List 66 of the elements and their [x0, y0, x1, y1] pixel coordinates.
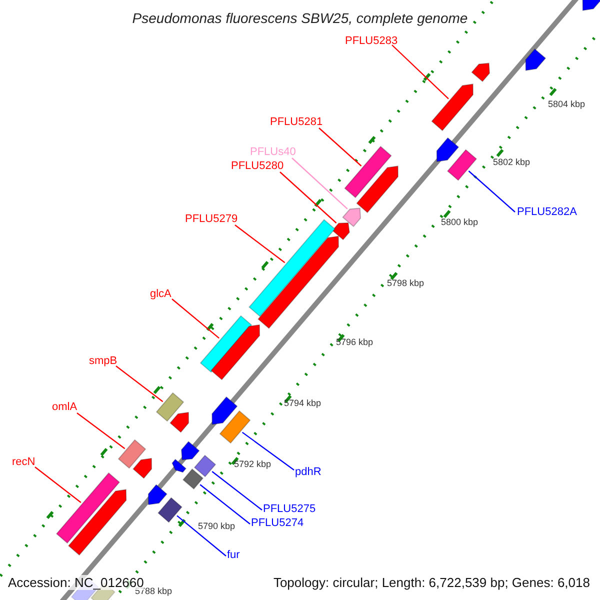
gene-feature [210, 324, 260, 380]
gene-feature [172, 458, 187, 473]
gene-feature [170, 412, 190, 433]
accession-note: Accession: NC_012660 [8, 575, 144, 590]
leader-line [200, 484, 250, 524]
gene-label: omlA [52, 402, 78, 413]
gene-label: PFLU5281 [270, 117, 323, 128]
scale-label: 5792 kbp [234, 459, 272, 469]
gene-feature [471, 62, 490, 82]
gene-feature [332, 222, 350, 240]
gene-label: PFLU5282A [517, 207, 577, 218]
gene-label: fur [227, 550, 240, 561]
leader-line [292, 158, 348, 210]
gene-feature [446, 149, 478, 181]
leader-line [468, 170, 516, 212]
gene-label: PFLUs40 [250, 147, 296, 158]
gene-label: PFLU5279 [185, 214, 238, 225]
scale-label: 5790 kbp [198, 521, 236, 531]
gene-feature [525, 48, 546, 71]
gene-feature [436, 137, 460, 162]
gene-label: PFLU5275 [263, 504, 316, 515]
gene-feature [68, 489, 127, 556]
scale-label: 5794 kbp [284, 398, 322, 408]
gene-label: glcA [150, 289, 172, 300]
gene-feature [182, 468, 204, 490]
gene-feature [118, 439, 146, 469]
leader-line [34, 466, 82, 503]
gene-label: PFLU5274 [251, 518, 304, 529]
scale-label: 5804 kbp [548, 99, 586, 109]
gene-feature [56, 472, 120, 544]
map-title: Pseudomonas fluorescens SBW25, complete genome [131, 10, 469, 26]
gene-label: smpB [89, 356, 118, 367]
leader-line [392, 44, 449, 100]
gene-label: PFLU5280 [231, 161, 284, 172]
gene-feature [180, 440, 200, 460]
scale-label: 5798 kbp [387, 278, 424, 288]
scale-label: 5796 kbp [336, 337, 374, 347]
leader-line [116, 366, 164, 402]
gene-feature [344, 146, 392, 198]
gene-feature [342, 208, 362, 228]
gene-label: pdhR [295, 467, 322, 478]
gene-label: PFLU5283 [345, 36, 398, 47]
gene-feature [431, 84, 474, 132]
gene-feature [132, 458, 152, 479]
gene-feature [148, 484, 168, 506]
gene-feature [156, 392, 184, 422]
leader-line [280, 172, 337, 224]
gene-feature [356, 166, 398, 214]
leader-line [76, 412, 126, 450]
leader-line [242, 432, 294, 470]
gene-feature [219, 410, 251, 444]
genome-info-note: Topology: circular; Length: 6,722,539 bp; Genes: 6,018 [273, 575, 590, 590]
gene-feature [248, 219, 336, 317]
scale-label: 5800 kbp [441, 217, 478, 227]
gene-feature [258, 236, 339, 329]
leader-line [318, 128, 362, 166]
gene-label: recN [12, 457, 36, 468]
gene-feature [194, 454, 216, 478]
leader-line [234, 224, 286, 264]
leader-line [176, 515, 226, 556]
gene-feature [582, 0, 600, 11]
scale-label: 5802 kbp [493, 157, 530, 167]
leader-line [172, 298, 220, 339]
gene-feature [158, 497, 182, 523]
leader-line [212, 471, 262, 510]
gene-feature [212, 396, 238, 425]
